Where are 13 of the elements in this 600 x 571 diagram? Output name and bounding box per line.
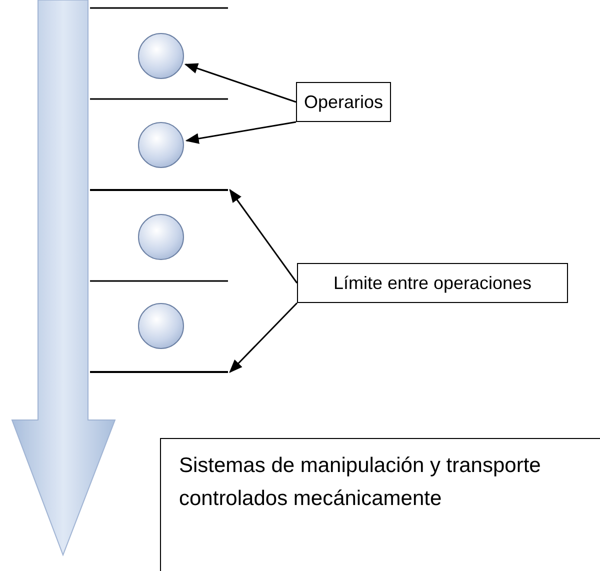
operator-circle: [138, 33, 184, 79]
operator-circle: [138, 122, 184, 168]
leader-arrow: [184, 63, 296, 103]
label-box: Sistemas de manipulación y transporte controlados mecánicamente: [160, 438, 600, 571]
operator-circle: [138, 303, 184, 349]
operator-circle: [138, 214, 184, 260]
leader-arrow: [229, 188, 298, 284]
callout-box: Límite entre operaciones: [297, 263, 568, 303]
leader-arrow: [185, 121, 296, 144]
boundary-line: [90, 189, 228, 191]
leader-arrow: [229, 302, 298, 373]
callout-box: Operarios: [296, 82, 391, 122]
boundary-line: [90, 371, 228, 373]
